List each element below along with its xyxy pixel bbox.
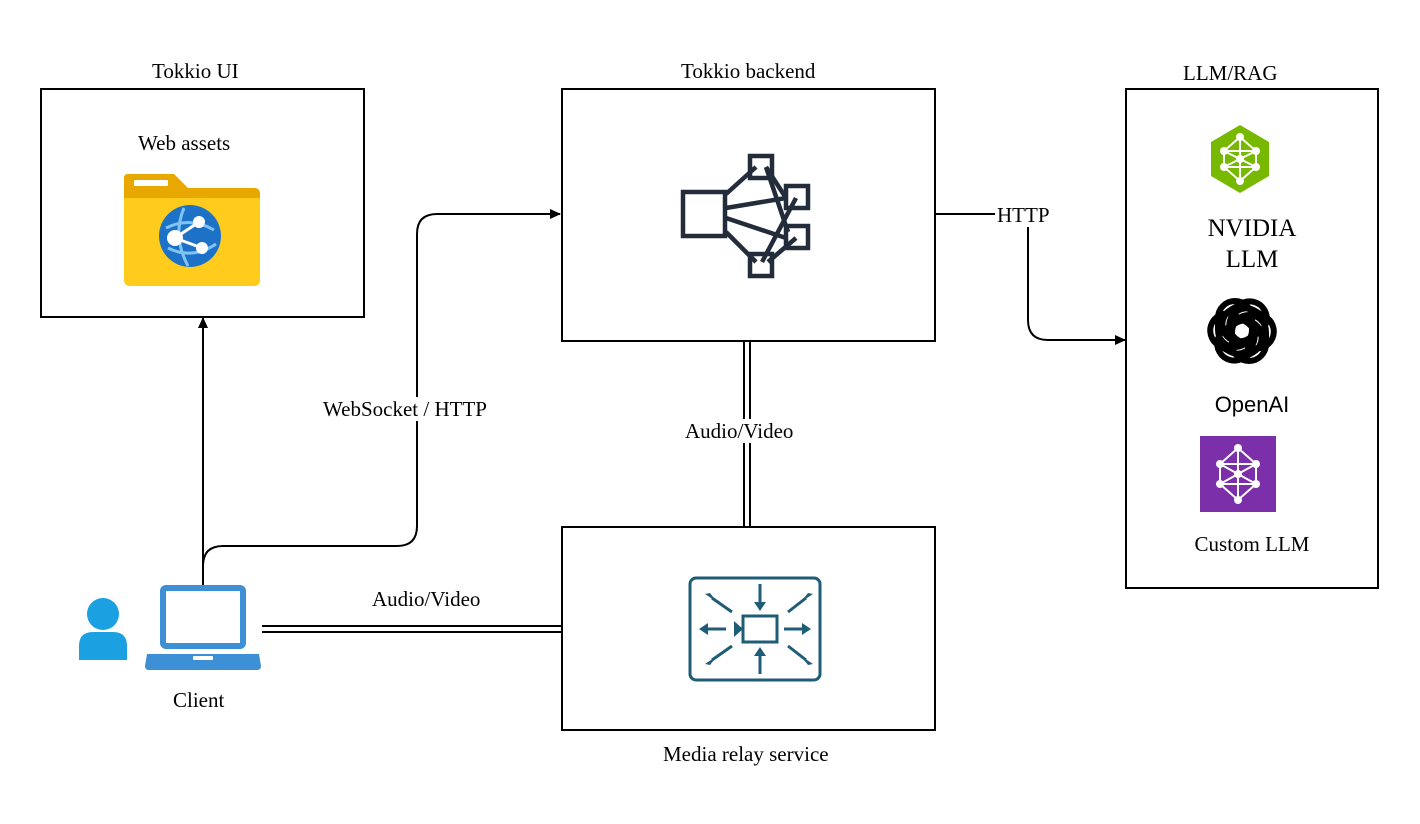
client-label: Client xyxy=(173,688,225,712)
user-icon xyxy=(79,598,127,660)
openai-label: OpenAI xyxy=(1214,392,1290,417)
nvidia-llm-icon xyxy=(1211,125,1269,193)
client-media-audio-video-label: Audio/Video xyxy=(370,587,483,611)
web-assets-folder-icon xyxy=(124,174,260,286)
media-relay-icon xyxy=(688,576,822,682)
custom-llm-label: Custom LLM xyxy=(1194,532,1310,556)
openai-logo-icon xyxy=(1207,298,1277,364)
media-relay-box[interactable] xyxy=(561,526,936,731)
websocket-http-label: WebSocket / HTTP xyxy=(321,397,489,421)
custom-llm-icon xyxy=(1200,436,1276,512)
laptop-icon xyxy=(145,585,261,670)
media-relay-title: Media relay service xyxy=(663,742,829,766)
tokkio-ui-title: Tokkio UI xyxy=(152,59,239,83)
tokkio-backend-title: Tokkio backend xyxy=(681,59,816,83)
backend-media-audio-video-label: Audio/Video xyxy=(683,419,796,443)
backend-to-llm-arrow xyxy=(935,213,1126,345)
llm-rag-box[interactable]: NVIDIA LLM OpenAI xyxy=(1125,88,1379,589)
nvidia-llm-label: NVIDIA LLM xyxy=(1207,215,1297,273)
web-assets-label: Web assets xyxy=(138,131,231,155)
llm-rag-title: LLM/RAG xyxy=(1183,61,1278,85)
backend-llm-http-label: HTTP xyxy=(995,203,1052,227)
client-to-backend-arrow xyxy=(202,209,561,586)
network-nodes-icon xyxy=(680,153,811,279)
tokkio-backend-box[interactable] xyxy=(561,88,936,342)
tokkio-ui-box[interactable]: Web assets xyxy=(40,88,365,318)
